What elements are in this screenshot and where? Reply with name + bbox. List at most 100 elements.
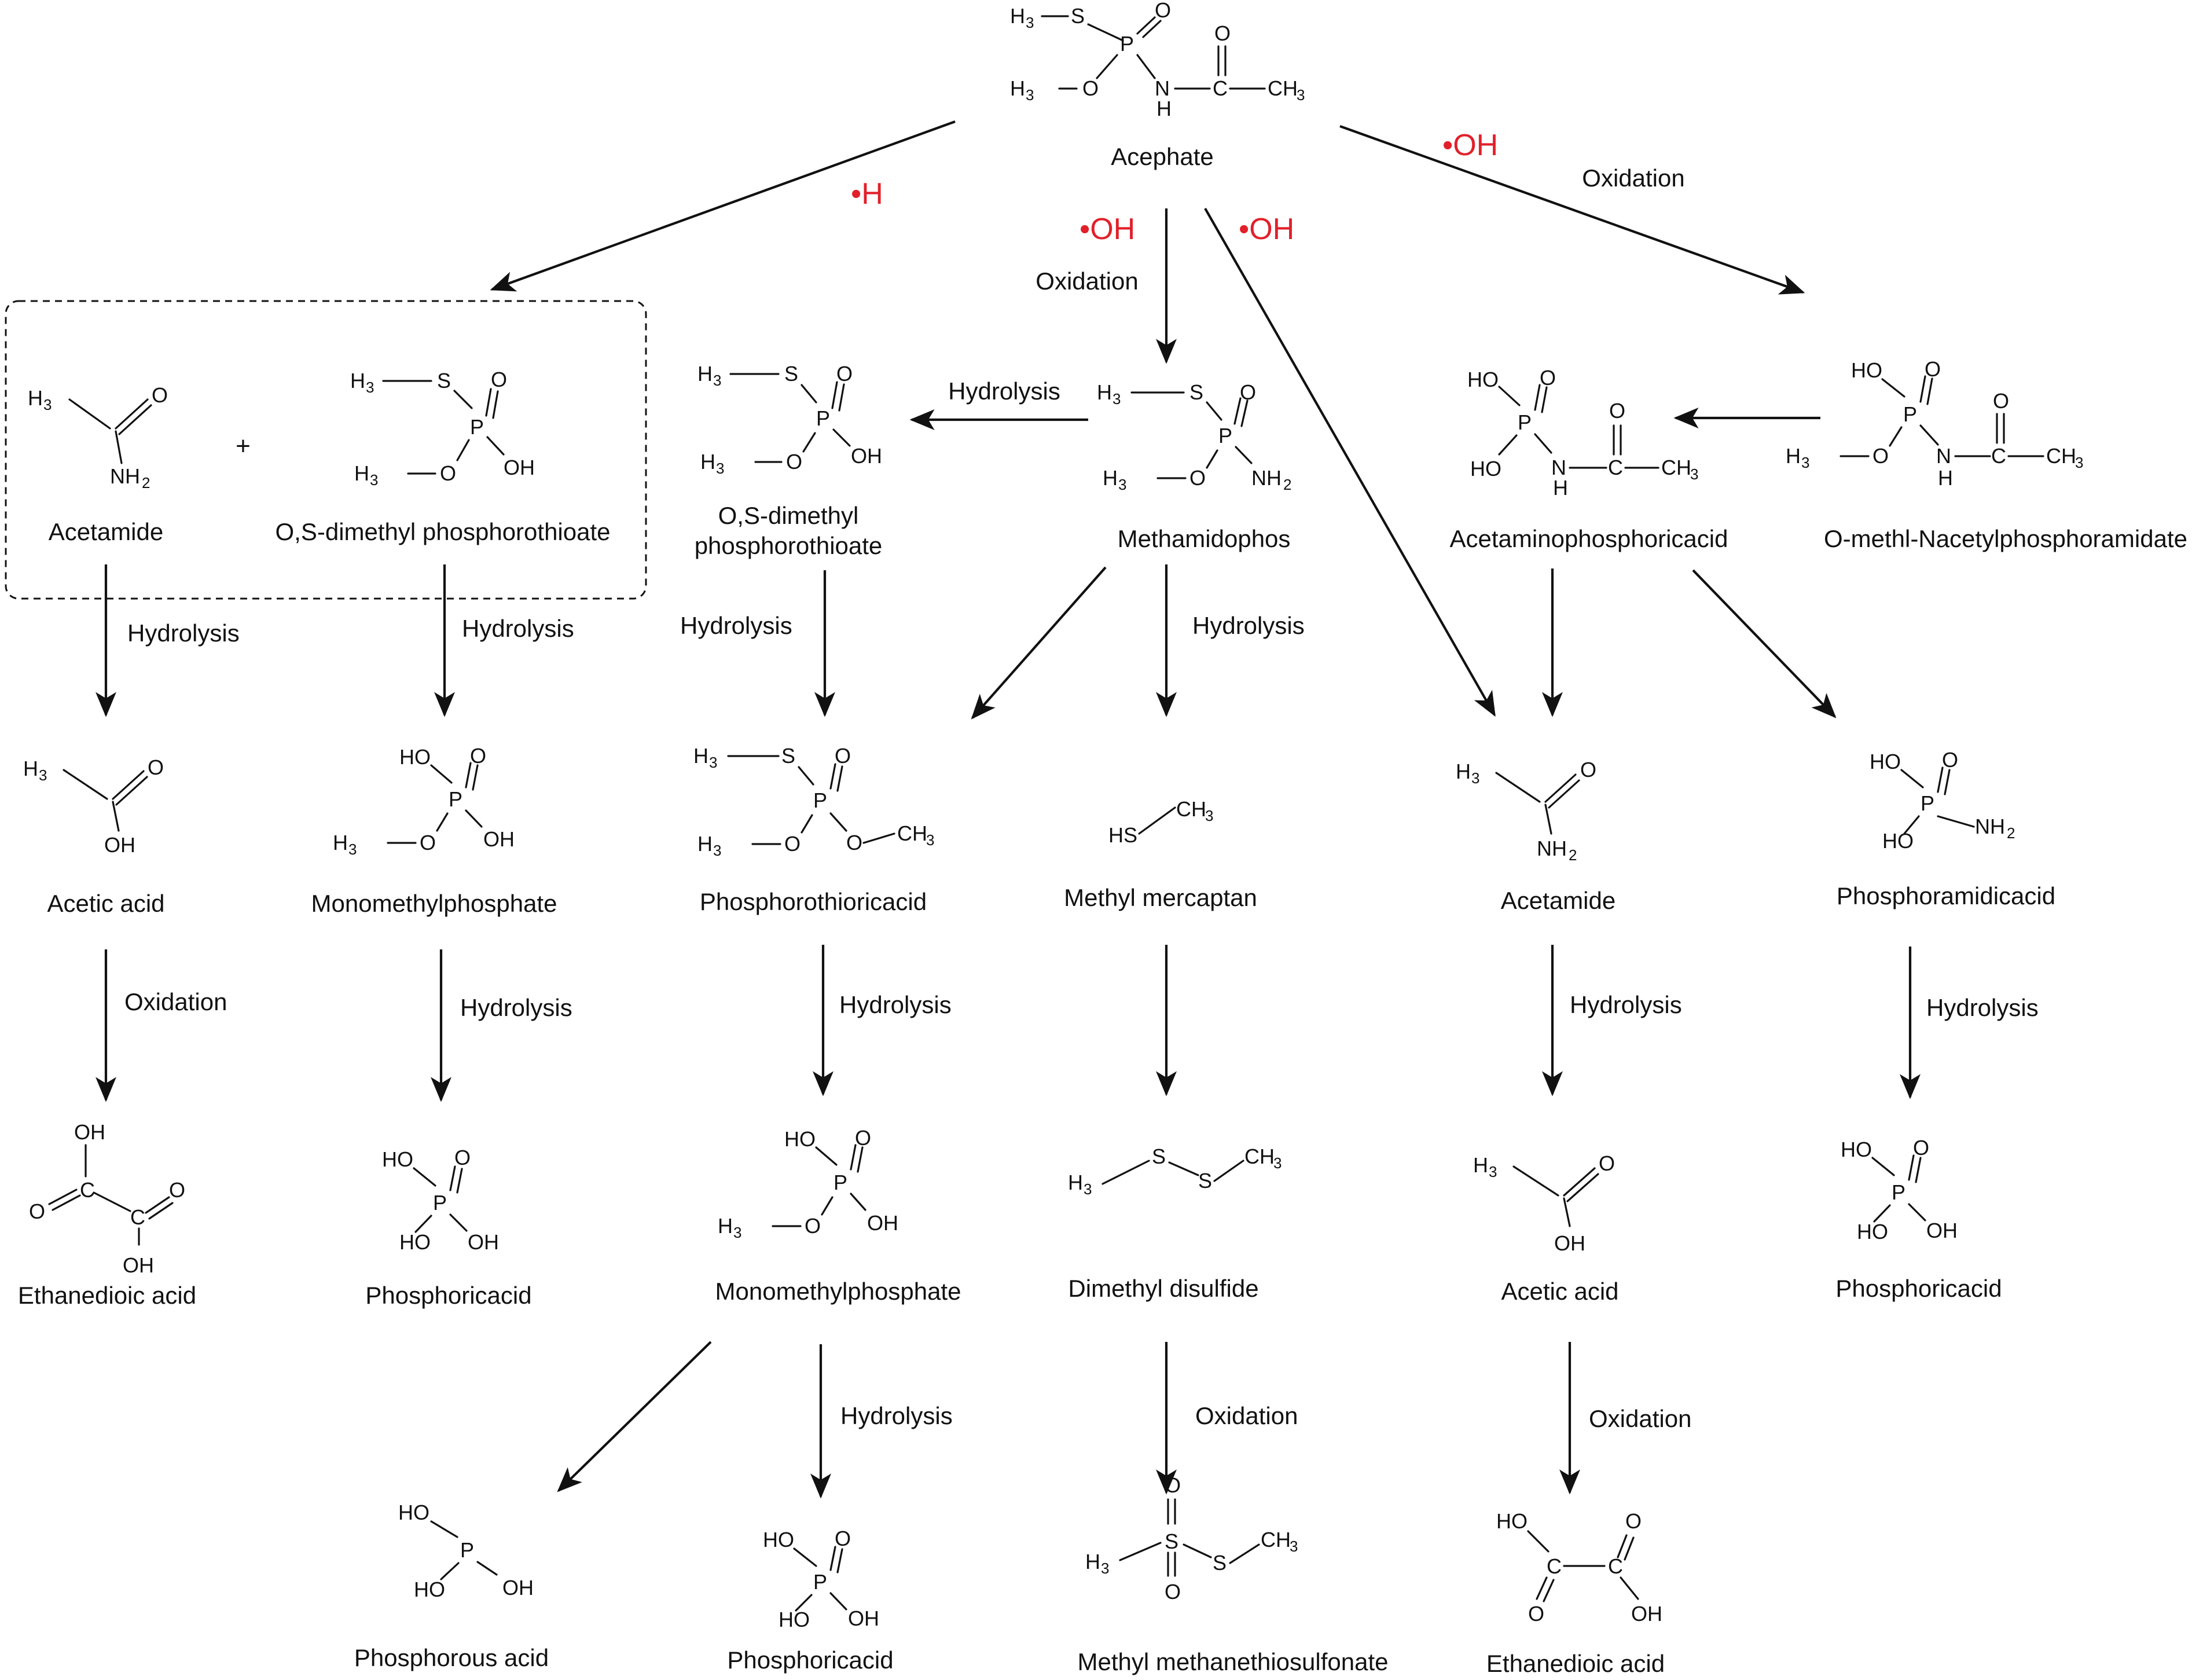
atom-o: O	[786, 450, 802, 474]
atom-s: S	[781, 744, 795, 768]
bond	[832, 428, 851, 447]
atom-ch3: CH	[1176, 797, 1206, 821]
bond	[1213, 1160, 1244, 1182]
bond	[449, 1165, 456, 1191]
bond	[1206, 449, 1218, 469]
atom-ho: HO	[1467, 368, 1499, 391]
bond	[456, 1168, 463, 1194]
label-phosphoramidic-acid: Phosphoramidicacid	[1837, 882, 2055, 909]
label-acetic-acid: Acetic acid	[1501, 1278, 1618, 1305]
label-hydrolysis: Hydrolysis	[460, 994, 572, 1021]
bond	[1544, 804, 1552, 835]
atom-p: P	[470, 415, 484, 439]
atom-sub2: 2	[142, 474, 150, 491]
atom-o: O	[1214, 21, 1231, 45]
bond	[829, 763, 836, 790]
bond	[1101, 1160, 1150, 1185]
atom-o: O	[1082, 76, 1099, 100]
bond	[1233, 397, 1242, 425]
atom-h3c: H	[693, 744, 708, 768]
os-dimethyl-phosphorothioate-structure: H 3 S P O OH O H 3	[697, 362, 882, 477]
bond	[1142, 20, 1162, 38]
bond	[1889, 426, 1903, 447]
bond	[465, 809, 483, 828]
cleavage-products-box	[5, 300, 647, 600]
bond	[449, 1213, 468, 1232]
bond	[1527, 1530, 1550, 1553]
atom-sub3: 3	[1801, 454, 1809, 471]
acetamide-structure: H 3 O NH 2	[28, 383, 168, 491]
bond	[145, 1196, 170, 1214]
atom-p: P	[449, 787, 462, 811]
bond	[1495, 772, 1541, 803]
atom-s: S	[1189, 380, 1203, 404]
bond	[453, 390, 473, 409]
bond	[1183, 1543, 1212, 1558]
atom-h3c: H	[23, 757, 38, 780]
arrow-acetaminophosphoric-to-phosphoramidic	[1692, 569, 1837, 718]
atom-o: O	[1913, 1136, 1929, 1160]
atom-c: C	[1547, 1554, 1562, 1578]
atom-o: O	[470, 744, 486, 768]
atom-nh2: NH	[1975, 815, 2005, 838]
bond	[52, 1194, 81, 1211]
bond	[1498, 434, 1518, 456]
label-os-dimethyl-line2: phosphorothioate	[695, 532, 883, 559]
bond	[465, 762, 472, 788]
arrow-acephate-to-cleavage	[490, 120, 956, 292]
atom-c: C	[130, 1205, 145, 1229]
bond	[1512, 1165, 1559, 1197]
atom-ch3: CH	[1261, 1528, 1291, 1551]
atom-h3c: H	[28, 386, 43, 410]
bond	[829, 1546, 836, 1571]
atom-h3c: H	[1103, 466, 1118, 490]
atom-p: P	[813, 788, 827, 812]
atom-sub3: 3	[366, 379, 374, 396]
phosphoric-acid-structure: HO P O HO OH	[382, 1146, 499, 1254]
acephate-structure: H 3 S P O O H 3 N H C O CH 3	[1010, 0, 1305, 120]
atom-s: S	[1198, 1169, 1212, 1193]
atom-sub3: 3	[1118, 476, 1126, 493]
bond	[1908, 1154, 1915, 1181]
bond	[1136, 16, 1156, 35]
atom-o: O	[1993, 389, 2009, 413]
bond	[486, 436, 505, 456]
methamidophos-structure: H 3 S P O NH 2 O H 3	[1097, 380, 1291, 493]
label-monomethyl-phosphate: Monomethylphosphate	[311, 890, 557, 917]
bond	[857, 1146, 864, 1173]
label-acetic-acid: Acetic acid	[47, 890, 164, 917]
bond	[1919, 424, 1939, 446]
atom-sub3: 3	[733, 1224, 741, 1241]
bond	[1229, 1543, 1260, 1564]
atom-o: O	[1189, 466, 1206, 490]
bond	[456, 439, 470, 461]
bond	[815, 1146, 838, 1166]
atom-o: O	[420, 831, 436, 854]
plus-sign: +	[236, 432, 251, 460]
atom-o: O	[784, 832, 801, 856]
atom-s: S	[437, 369, 451, 393]
atom-ch3: CH	[1661, 456, 1691, 479]
atom-ho: HO	[784, 1127, 816, 1151]
atom-sub3: 3	[716, 460, 724, 477]
atom-o: O	[1528, 1602, 1544, 1626]
bond	[1548, 779, 1580, 809]
atom-h3c: H	[1010, 4, 1025, 28]
bond	[836, 765, 843, 792]
atom-sub3: 3	[1471, 769, 1479, 787]
label-acetamide: Acetamide	[1501, 887, 1615, 914]
bond	[1119, 1542, 1162, 1561]
atom-ho: HO	[1470, 457, 1501, 480]
bond	[436, 812, 449, 832]
atom-ho: HO	[1841, 1138, 1872, 1161]
ethanedioic-acid-structure: OH C O C O OH	[29, 1120, 185, 1277]
bond	[48, 1189, 78, 1205]
atom-sub3: 3	[2075, 454, 2083, 471]
atom-ho: HO	[1882, 829, 1914, 853]
atom-o: O	[1240, 380, 1256, 404]
atom-c: C	[1608, 1554, 1623, 1578]
atom-p: P	[460, 1538, 474, 1562]
bond	[795, 1594, 813, 1612]
atom-h3c: H	[718, 1214, 733, 1238]
